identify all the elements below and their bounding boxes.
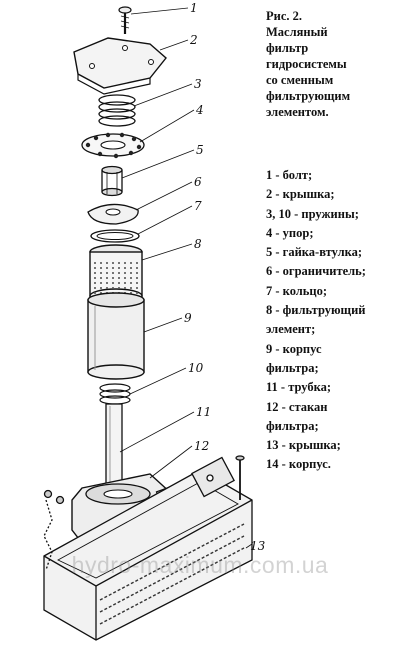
callout-6: 6 xyxy=(194,175,202,189)
stop-washer xyxy=(81,132,145,159)
callout-11: 11 xyxy=(196,405,211,419)
legend-item: 8 - фильтрующий xyxy=(266,303,366,318)
callout-numbers: 1 2 3 4 5 6 7 8 9 10 11 12 13 xyxy=(184,1,266,553)
callout-2: 2 xyxy=(189,33,198,47)
caption-line: гидросистемы xyxy=(266,57,347,71)
legend-item: 6 - ограничитель; xyxy=(266,264,366,279)
legend-item: 1 - болт; xyxy=(266,168,313,182)
cover xyxy=(73,37,167,95)
spring-top xyxy=(98,94,136,127)
callout-3: 3 xyxy=(194,77,202,91)
legend-item: фильтра; xyxy=(266,418,319,433)
legend-item: 5 - гайка-втулка; xyxy=(266,245,363,260)
filter-element xyxy=(89,244,143,304)
callout-1: 1 xyxy=(190,1,198,15)
caption-line: Рис. 2. xyxy=(266,9,303,23)
caption-line: со сменным xyxy=(266,73,334,87)
legend-item: 9 - корпус xyxy=(266,341,322,356)
legend-item: 3, 10 - пружины; xyxy=(266,206,359,221)
caption-line: фильтр xyxy=(266,41,309,55)
figure-caption: Рис. 2. Масляный фильтр гидросистемы со … xyxy=(266,8,396,120)
legend-item: 2 - крышка; xyxy=(266,187,335,202)
legend-item: 12 - стакан xyxy=(266,399,328,414)
callout-9: 9 xyxy=(184,311,192,325)
filter-housing xyxy=(87,292,145,380)
callout-8: 8 xyxy=(194,237,202,251)
caption-line: элементом. xyxy=(266,105,329,119)
bolt xyxy=(118,6,132,34)
spring-lower xyxy=(99,383,131,405)
tube xyxy=(105,403,123,485)
legend-item: 7 - кольцо; xyxy=(266,283,328,298)
caption-line: Масляный xyxy=(266,25,328,39)
nut-sleeve xyxy=(101,165,123,197)
callout-leaders xyxy=(119,7,253,549)
callout-7: 7 xyxy=(194,199,202,213)
legend-item: 14 - корпус. xyxy=(266,457,331,472)
housing-body xyxy=(43,455,253,641)
callout-10: 10 xyxy=(188,361,204,375)
parts-legend: 1 - болт; 2 - крышка; 3, 10 - пружины; 4… xyxy=(266,166,396,475)
legend-item: фильтра; xyxy=(266,360,319,375)
callout-4: 4 xyxy=(195,103,204,117)
caption-line: фильтрующим xyxy=(266,89,351,103)
callout-5: 5 xyxy=(196,143,204,157)
limiter xyxy=(87,203,139,225)
callout-12: 12 xyxy=(194,439,209,453)
legend-item: 4 - упор; xyxy=(266,225,314,240)
legend-item: элемент; xyxy=(266,322,316,337)
callout-13: 13 xyxy=(250,539,266,553)
legend-item: 11 - трубка; xyxy=(266,380,332,395)
ring xyxy=(90,229,140,243)
legend-item: 13 - крышка; xyxy=(266,438,341,453)
